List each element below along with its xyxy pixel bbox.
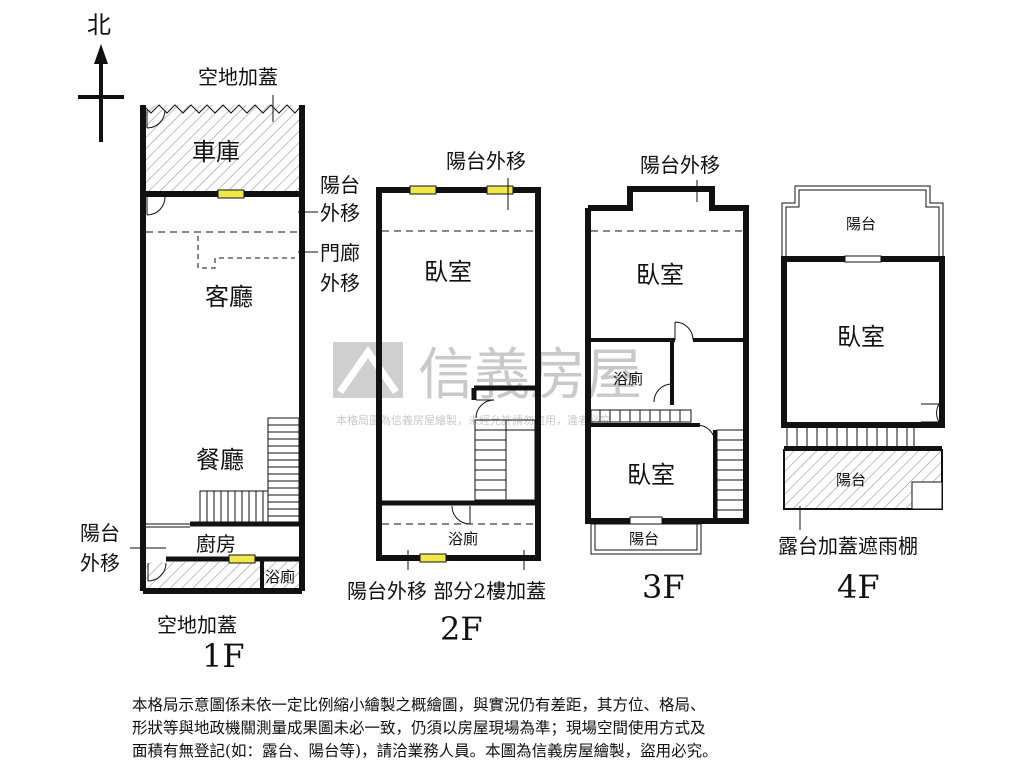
zigzag-roof-line — [142, 104, 303, 114]
f4-bedroom-label: 臥室 — [837, 323, 885, 351]
door-icon — [451, 505, 471, 525]
watermark: 信義房屋 本格局圖為信義房屋繪製，未經允許請勿盜用，違者必究 — [333, 342, 642, 427]
floor-1-plan: 空地加蓋 車庫 陽台 外移 門廊 外移 客廳 餐廳 陽台 外移 廚房 浴廁 空地… — [80, 65, 360, 675]
f4-balcony-top-label: 陽台 — [846, 215, 876, 233]
f3-balcony-shift-label: 陽台外移 — [640, 153, 720, 177]
door-icon — [147, 562, 167, 582]
f1-rear-balcony-label-1: 陽台 — [80, 521, 120, 545]
stairs-icon — [199, 417, 300, 523]
f1-living-room-label: 客廳 — [205, 283, 253, 311]
floor-3-plan: 陽台外移 臥室 浴廁 臥室 陽台 3F — [585, 153, 749, 606]
door-icon — [475, 399, 495, 419]
f2-bedroom-label: 臥室 — [424, 258, 472, 286]
compass-north-label: 北 — [87, 11, 111, 39]
disclaimer-line-1: 本格局示意圖係未依一定比例縮小繪製之概繪圖，與實況仍有差距，其方位、格局、 — [132, 696, 706, 714]
watermark-brand: 信義房屋 — [418, 343, 642, 408]
window-icon — [217, 189, 245, 199]
f3-bathroom-label: 浴廁 — [613, 370, 643, 388]
f3-bedroom-top-label: 臥室 — [636, 261, 684, 289]
disclaimer-line-3: 面積有無登記(如：露台、陽台等)，請洽業務人員。本圖為信義房屋繪製，盜用必究。 — [132, 742, 718, 760]
window-icon — [844, 255, 882, 263]
f1-bathroom-label: 浴廁 — [265, 568, 295, 586]
disclaimer: 本格局示意圖係未依一定比例縮小繪製之概繪圖，與實況仍有差距，其方位、格局、 形狀… — [132, 694, 912, 763]
stairs-icon — [786, 424, 915, 449]
north-arrow-icon — [94, 44, 108, 64]
f1-dining-room-label: 餐廳 — [196, 446, 244, 474]
f1-garage-label: 車庫 — [192, 138, 240, 166]
window-icon — [409, 185, 437, 195]
f1-porch-shift-label-2: 外移 — [320, 271, 360, 295]
watermark-notice: 本格局圖為信義房屋繪製，未經允許請勿盜用，違者必究 — [336, 413, 611, 427]
north-compass: 北 — [78, 11, 124, 142]
door-icon — [921, 403, 940, 423]
window-icon — [228, 554, 256, 564]
f1-porch-shift-label-1: 門廊 — [320, 241, 360, 265]
f3-balcony-label: 陽台 — [629, 530, 659, 548]
f1-title: 1F — [202, 637, 245, 675]
door-icon — [674, 321, 694, 341]
floor-4-plan: 陽台 臥室 陽台 露台加蓋遮雨棚 4F — [778, 185, 945, 606]
floor-2-plan: 陽台外移 臥室 浴廁 陽台外移 部分2樓加蓋 2F — [347, 149, 546, 648]
door-icon — [146, 109, 166, 129]
door-icon — [146, 196, 166, 216]
f2-title: 2F — [440, 610, 483, 648]
f3-title: 3F — [642, 568, 685, 606]
window-icon — [629, 516, 663, 525]
f1-rear-balcony-label-2: 外移 — [80, 551, 120, 575]
f4-note-label: 露台加蓋遮雨棚 — [778, 534, 918, 558]
window-icon — [419, 553, 447, 563]
disclaimer-line-2: 形狀等與地政機關測量成果圖未必一致，仍須以房屋現場為準；現場空間使用方式及 — [132, 719, 706, 737]
window-icon — [486, 185, 514, 195]
f2-note-label: 陽台外移 部分2樓加蓋 — [347, 579, 546, 603]
door-icon — [653, 383, 673, 403]
f4-balcony-bottom-label: 陽台 — [836, 471, 866, 489]
f1-kitchen-label: 廚房 — [196, 532, 236, 556]
f2-bathroom-label: 浴廁 — [448, 530, 478, 548]
f1-balcony-shift-label-1: 陽台 — [320, 173, 360, 197]
stairs-icon — [474, 419, 536, 501]
f1-balcony-shift-label-2: 外移 — [320, 201, 360, 225]
f4-title: 4F — [837, 568, 880, 606]
f1-front-extension-label: 空地加蓋 — [198, 65, 278, 89]
f3-bedroom-bottom-label: 臥室 — [627, 461, 675, 489]
door-icon — [696, 424, 716, 444]
f1-rear-extension-label: 空地加蓋 — [157, 613, 237, 637]
f2-balcony-shift-label: 陽台外移 — [446, 149, 526, 173]
